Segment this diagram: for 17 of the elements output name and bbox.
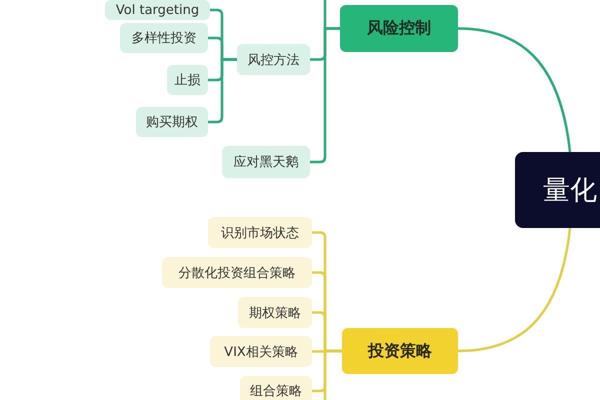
subtopic-box: 识别市场状态 (208, 217, 312, 248)
topic-box: 风险控制 (340, 5, 458, 52)
connector-line (324, 350, 342, 400)
subtopic-box: 止损 (167, 65, 208, 95)
connector-line (458, 27, 572, 152)
subtopic-box: 购买期权 (136, 107, 208, 137)
subtopic-box: 多样性投资 (120, 23, 208, 53)
subtopic-box: Vol targeting (105, 0, 210, 20)
subtopic-box: VIX相关策略 (210, 336, 312, 367)
subtopic-box: 组合策略 (240, 376, 312, 400)
subtopic-box: 应对黑天鹅 (222, 146, 310, 178)
connector-line (458, 228, 572, 352)
root-topic-box: 量化 (515, 152, 600, 228)
topic-box: 投资策略 (342, 328, 458, 374)
subtopic-box: 期权策略 (238, 297, 312, 328)
subtopic-box: 风控方法 (237, 44, 310, 75)
subtopic-box: 分散化投资组合策略 (162, 257, 312, 288)
